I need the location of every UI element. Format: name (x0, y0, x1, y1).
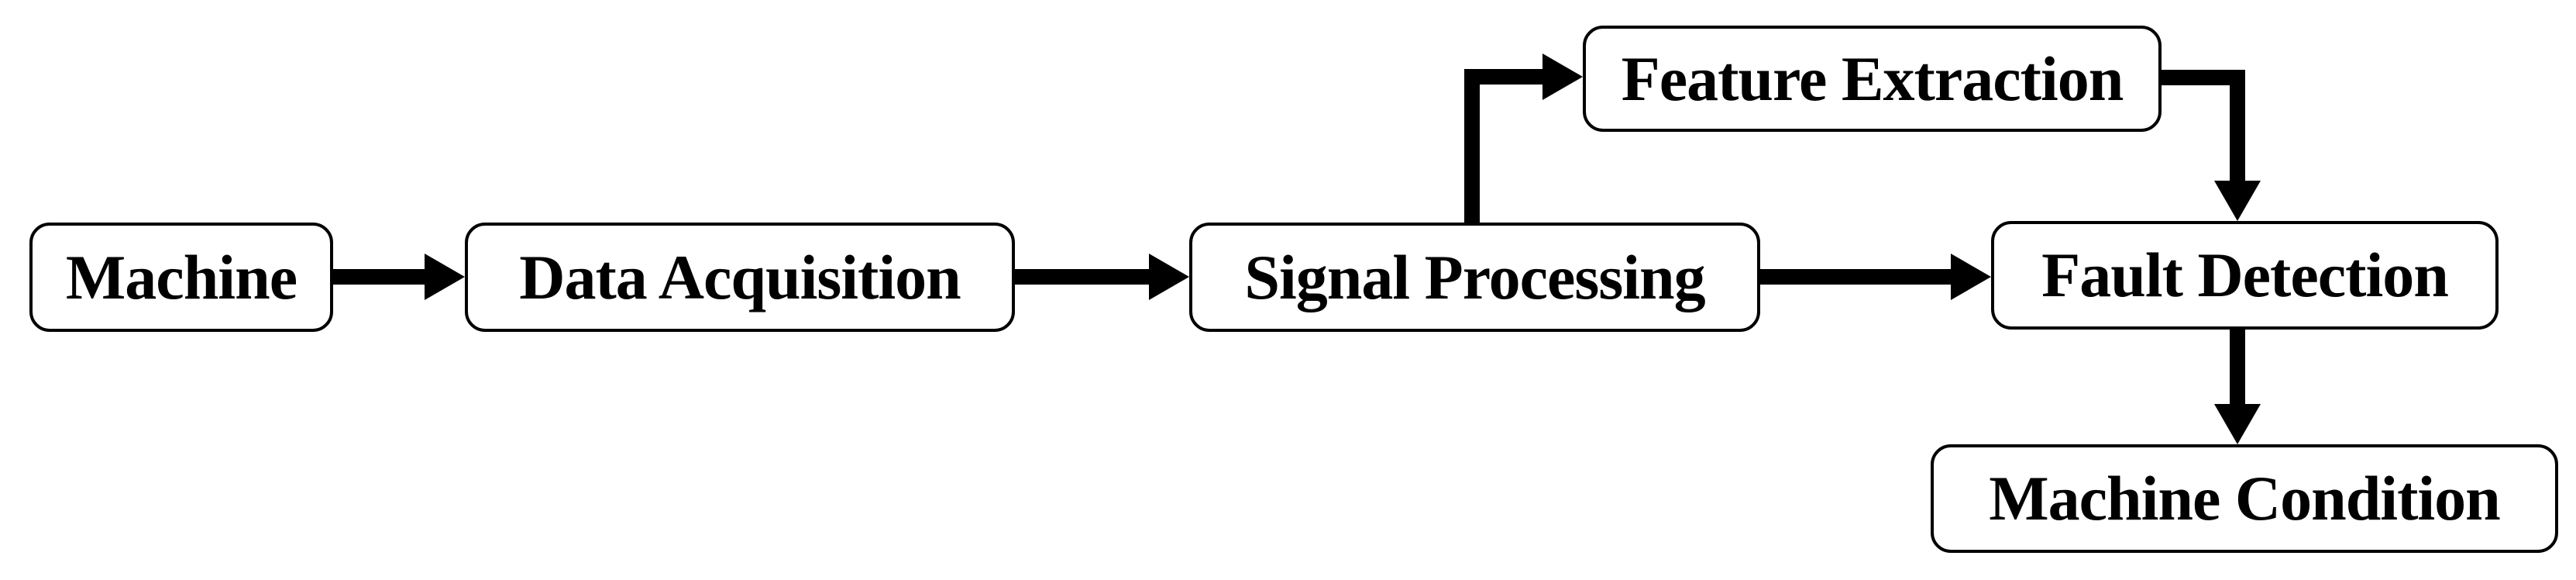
node-data-acquisition-label: Data Acquisition (519, 241, 961, 312)
arrow-shaft-horizontal (2162, 70, 2245, 85)
node-data-acquisition: Data Acquisition (465, 223, 1015, 332)
arrow-head-right-icon (1149, 254, 1189, 300)
node-signal-processing-label: Signal Processing (1244, 241, 1705, 312)
arrow-shaft-vertical (1464, 69, 1480, 223)
arrow-head-right-icon (1951, 254, 1991, 300)
arrow-head-right-icon (425, 254, 465, 300)
arrow-head-down-icon (2214, 404, 2261, 444)
arrow-shaft-vertical (2230, 330, 2245, 404)
node-signal-processing: Signal Processing (1189, 223, 1760, 332)
node-fault-detection: Fault Detection (1991, 221, 2499, 330)
arrow-head-right-icon (1543, 54, 1583, 100)
node-machine-condition: Machine Condition (1931, 444, 2558, 553)
arrow-shaft (1760, 269, 1951, 285)
arrow-head-down-icon (2214, 181, 2261, 221)
node-machine-label: Machine (65, 241, 297, 312)
arrow-shaft-horizontal (1464, 69, 1543, 85)
arrow-shaft-vertical (2230, 70, 2245, 181)
node-machine: Machine (29, 223, 333, 332)
node-feature-extraction-label: Feature Extraction (1621, 43, 2124, 114)
node-fault-detection-label: Fault Detection (2041, 240, 2449, 310)
node-feature-extraction: Feature Extraction (1583, 26, 2162, 132)
node-machine-condition-label: Machine Condition (1989, 463, 2501, 533)
arrow-shaft (1015, 269, 1149, 285)
arrow-shaft (333, 269, 425, 285)
